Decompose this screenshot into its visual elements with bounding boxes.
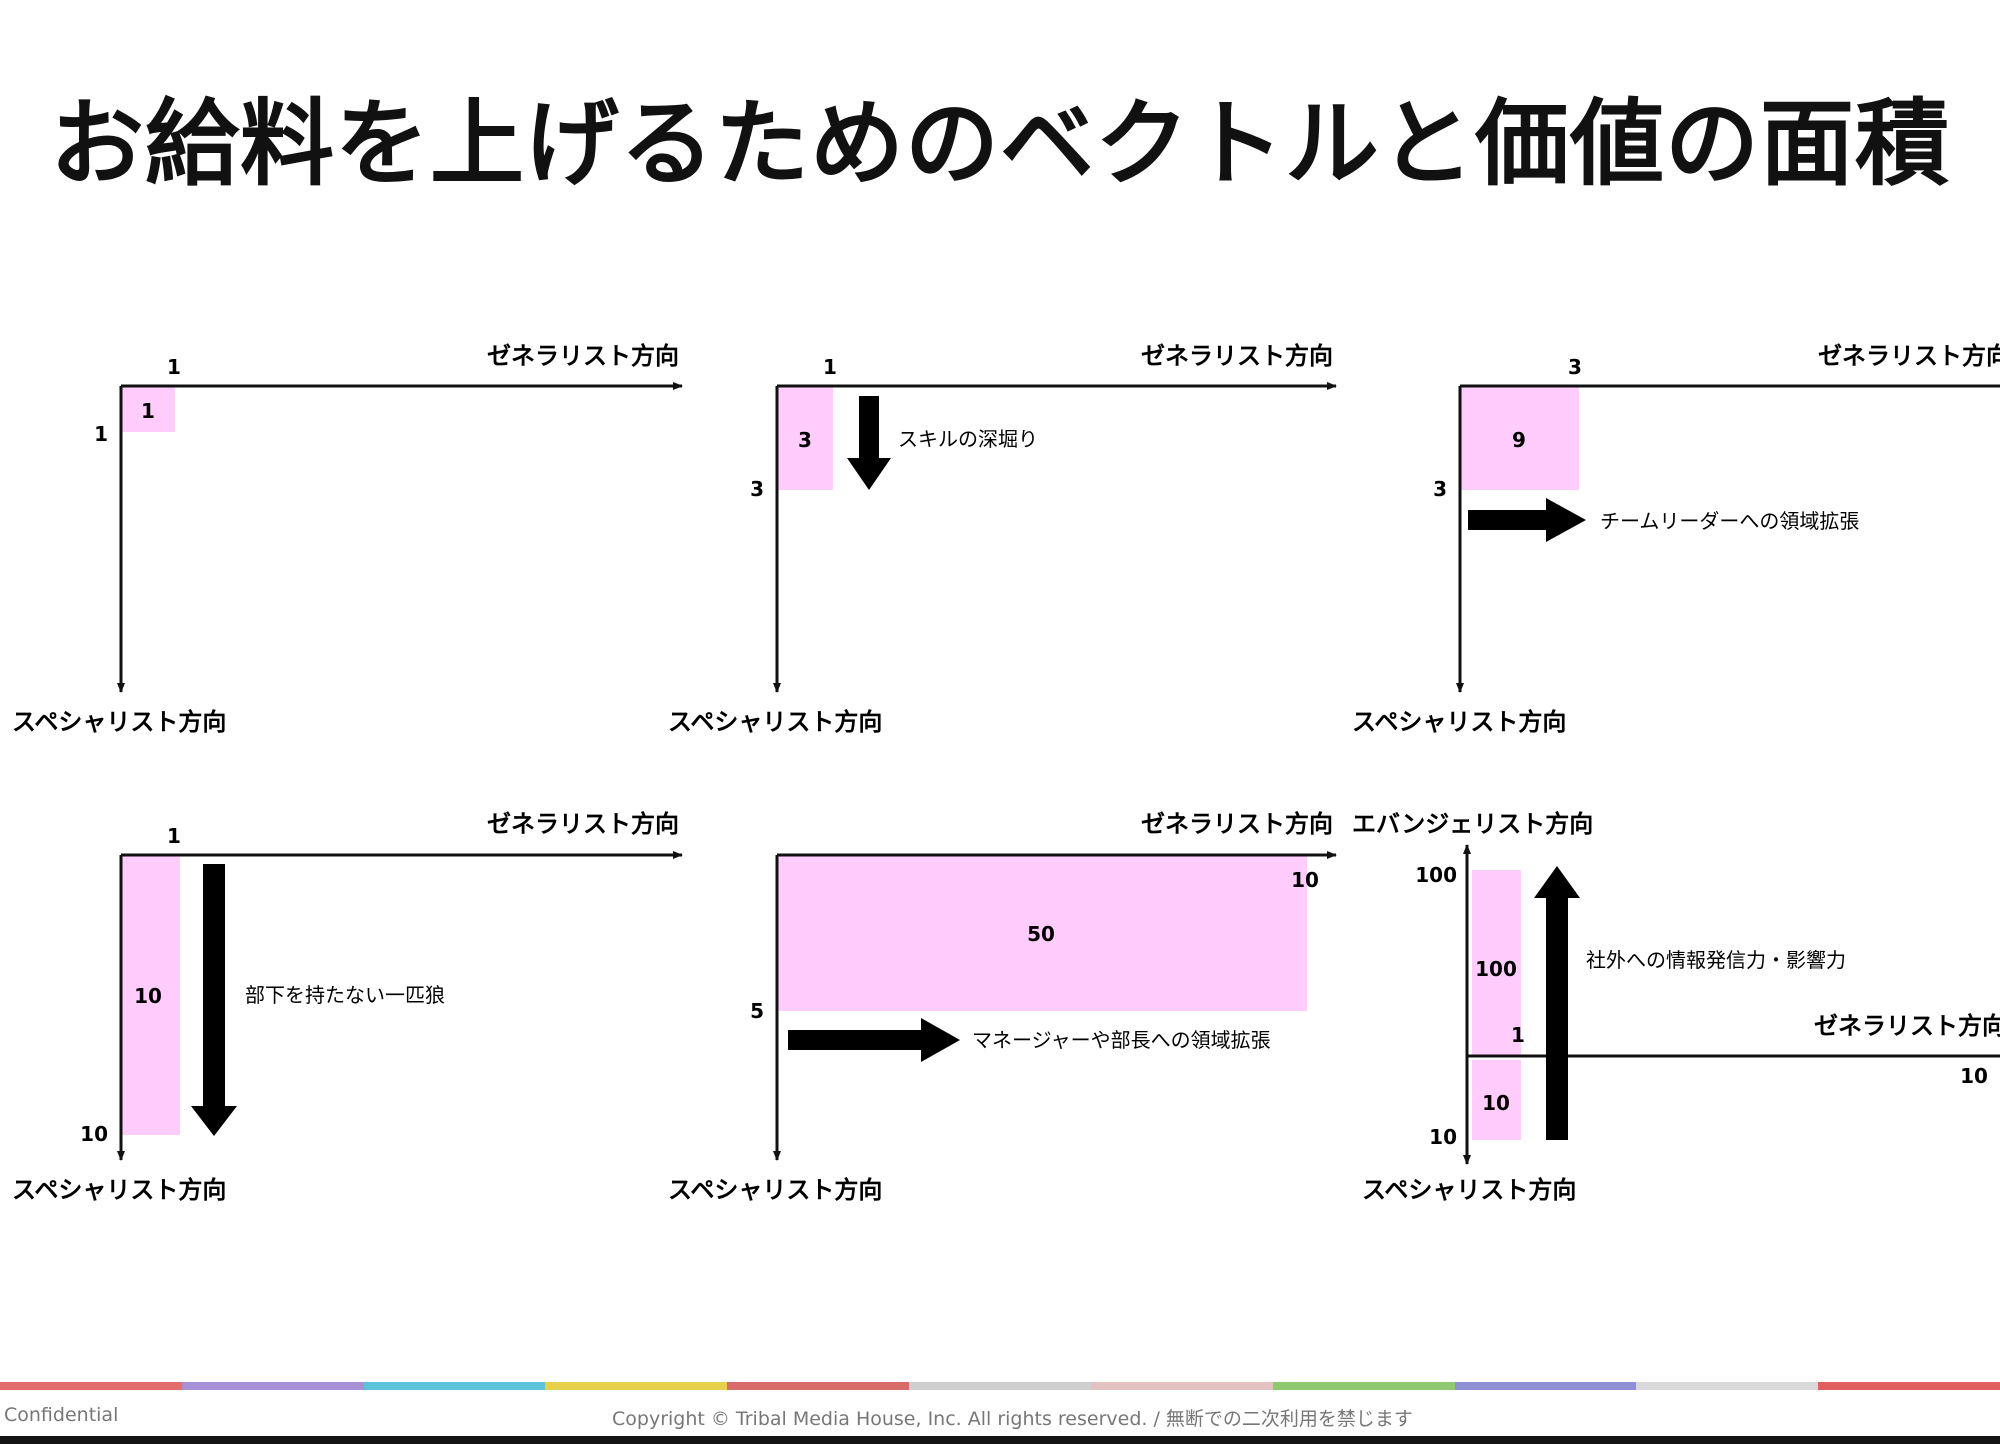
footer-bar-segment (363, 1382, 546, 1390)
top-value: 100 (1415, 863, 1457, 887)
footer-bar-segment (1818, 1382, 2000, 1390)
x-axis-label: ゼネラリスト方向 (1818, 342, 2000, 370)
confidential-label: Confidential (4, 1404, 119, 1426)
y-axis-label: スペシャリスト方向 (668, 1176, 882, 1204)
footer-bar-segment (909, 1382, 1091, 1390)
vector-arrow-down (847, 396, 891, 490)
y-axis-label: スペシャリスト方向 (12, 708, 226, 736)
footer-bar-segment (1454, 1382, 1637, 1390)
copyright-text: Copyright © Tribal Media House, Inc. All… (612, 1408, 1413, 1430)
footer-bar-segment (727, 1382, 910, 1390)
x-value-far: 10 (1960, 1064, 1988, 1088)
top-axis-label: エバンジェリスト方向 (1352, 810, 1593, 838)
y-axis-label: スペシャリスト方向 (12, 1176, 226, 1204)
x-value: 3 (1568, 355, 1582, 379)
upper-value-area (1472, 870, 1521, 1056)
panel-2: ゼネラリスト方向 スペシャリスト方向 1 3 3 スキルの深堀り (668, 342, 1337, 736)
panel-3: ゼネラリスト方向 スペシャリスト方向 3 3 9 チームリーダーへの領域拡張 (1352, 342, 2000, 736)
bottom-strip (0, 1436, 2000, 1444)
value-area (121, 386, 175, 432)
value-area (121, 855, 180, 1135)
y-value: 10 (1429, 1125, 1457, 1149)
footer-bar-segment (1090, 1382, 1273, 1390)
x-axis-label: ゼネラリスト方向 (1141, 342, 1333, 370)
x-axis-label: ゼネラリスト方向 (487, 342, 679, 370)
x-axis-label: ゼネラリスト方向 (1141, 810, 1333, 838)
area-value: 10 (134, 984, 162, 1008)
x-axis-label: ゼネラリスト方向 (487, 810, 679, 838)
lower-area-value: 10 (1482, 1091, 1510, 1115)
x-value-inner: 1 (1511, 1023, 1525, 1047)
vector-arrow-up (1534, 866, 1580, 1140)
panel-4: ゼネラリスト方向 スペシャリスト方向 1 10 10 部下を持たない一匹狼 (12, 810, 683, 1204)
y-axis-label: スペシャリスト方向 (668, 708, 882, 736)
area-value: 1 (141, 399, 155, 423)
value-area (1460, 386, 1579, 490)
footer-color-bar (0, 1382, 2000, 1390)
lower-value-area (1472, 1060, 1521, 1140)
panel-6: エバンジェリスト方向 ゼネラリスト方向 スペシャリスト方向 100 100 1 … (1352, 810, 2000, 1204)
arrow-label: 部下を持たない一匹狼 (245, 983, 445, 1007)
x-value: 1 (823, 355, 837, 379)
x-value: 1 (167, 355, 181, 379)
panel-5: ゼネラリスト方向 スペシャリスト方向 10 5 50 マネージャーや部長への領域… (668, 810, 1337, 1204)
vector-arrow-right (1468, 498, 1586, 542)
area-value: 3 (798, 428, 812, 452)
arrow-label: マネージャーや部長への領域拡張 (972, 1028, 1271, 1052)
upper-area-value: 100 (1475, 957, 1517, 981)
area-value: 50 (1027, 922, 1055, 946)
y-axis-label: スペシャリスト方向 (1352, 708, 1566, 736)
x-value: 1 (167, 824, 181, 848)
y-value: 3 (1433, 477, 1447, 501)
footer-bar-segment (1636, 1382, 1819, 1390)
arrow-label: 社外への情報発信力・影響力 (1586, 948, 1846, 972)
footer-bar-segment (1272, 1382, 1455, 1390)
vector-arrow-down (191, 864, 237, 1136)
vector-area-diagram: ゼネラリスト方向 スペシャリスト方向 1 1 1 ゼネラリスト方向 スペシャリス… (12, 342, 2000, 1204)
y-axis-label: スペシャリスト方向 (1362, 1176, 1576, 1204)
value-area (777, 855, 1307, 1011)
panel-1: ゼネラリスト方向 スペシャリスト方向 1 1 1 (12, 342, 683, 736)
footer-bar-segment (545, 1382, 728, 1390)
footer-bar-segment (181, 1382, 364, 1390)
x-value: 10 (1291, 868, 1319, 892)
y-value: 5 (750, 999, 764, 1023)
y-value: 1 (94, 422, 108, 446)
arrow-label: チームリーダーへの領域拡張 (1600, 509, 1859, 533)
x-axis-label: ゼネラリスト方向 (1814, 1012, 2000, 1040)
area-value: 9 (1512, 428, 1526, 452)
y-value: 3 (750, 477, 764, 501)
slide-title: お給料を上げるためのベクトルと価値の面積 (49, 90, 1950, 199)
y-value: 10 (80, 1122, 108, 1146)
value-area (777, 386, 833, 490)
arrow-label: スキルの深堀り (898, 427, 1038, 451)
vector-arrow-right (788, 1018, 960, 1062)
footer-bar-segment (0, 1382, 182, 1390)
